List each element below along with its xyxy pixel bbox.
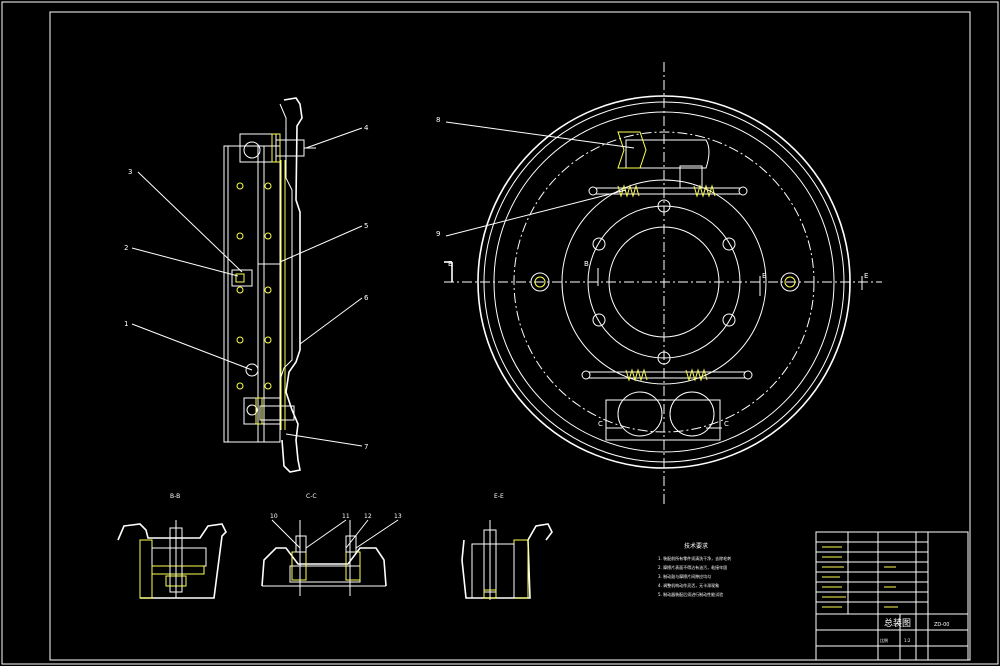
inner-frame	[49, 11, 971, 661]
drawing-name: 总装图	[884, 617, 911, 629]
part-code: ZD-00	[934, 622, 949, 628]
callout-10: 10	[270, 513, 278, 520]
section-marker-b-right: B	[584, 260, 589, 268]
callout-1: 1	[124, 320, 128, 328]
note-3: 3. 制动鼓与摩擦片间隙应均匀	[658, 573, 711, 579]
callout-12: 12	[364, 513, 372, 520]
scale-label: 比例	[880, 637, 888, 643]
callout-5: 5	[364, 222, 368, 230]
callout-2: 2	[124, 244, 128, 252]
notes-heading: 技术要求	[684, 542, 708, 550]
callout-3: 3	[128, 168, 132, 176]
side-section-view	[131, 97, 363, 473]
callout-13: 13	[394, 513, 402, 520]
title-block	[815, 531, 969, 661]
scale-value: 1:2	[904, 638, 911, 643]
section-title-c-c: C-C	[306, 493, 317, 500]
callout-11: 11	[342, 513, 350, 520]
section-title-b-b: B-B	[170, 493, 180, 500]
section-title-e-e: E-E	[494, 493, 504, 500]
section-e-e	[461, 520, 553, 600]
front-view	[444, 62, 882, 504]
section-b-b	[117, 520, 227, 599]
callout-9: 9	[436, 230, 440, 238]
note-4: 4. 调整机构动作灵活，无卡滞现象	[658, 582, 719, 588]
section-c-c	[261, 519, 399, 596]
note-5: 5. 制动器装配后须进行制动性能试验	[658, 591, 723, 597]
callout-6: 6	[364, 294, 369, 302]
section-marker-c-left: C	[598, 420, 603, 428]
note-2: 2. 摩擦片表面不得沾有油污，粘接牢固	[658, 564, 727, 570]
section-marker-b-left: B	[448, 260, 453, 268]
callout-8: 8	[436, 116, 440, 124]
section-marker-c-right: C	[724, 420, 729, 428]
note-1: 1. 装配前所有零件须清洗干净，去除毛刺	[658, 555, 731, 561]
section-marker-e-right: E	[864, 272, 868, 280]
section-marker-e-left: E	[762, 272, 766, 280]
callout-7: 7	[364, 443, 368, 451]
callout-4: 4	[364, 124, 369, 132]
